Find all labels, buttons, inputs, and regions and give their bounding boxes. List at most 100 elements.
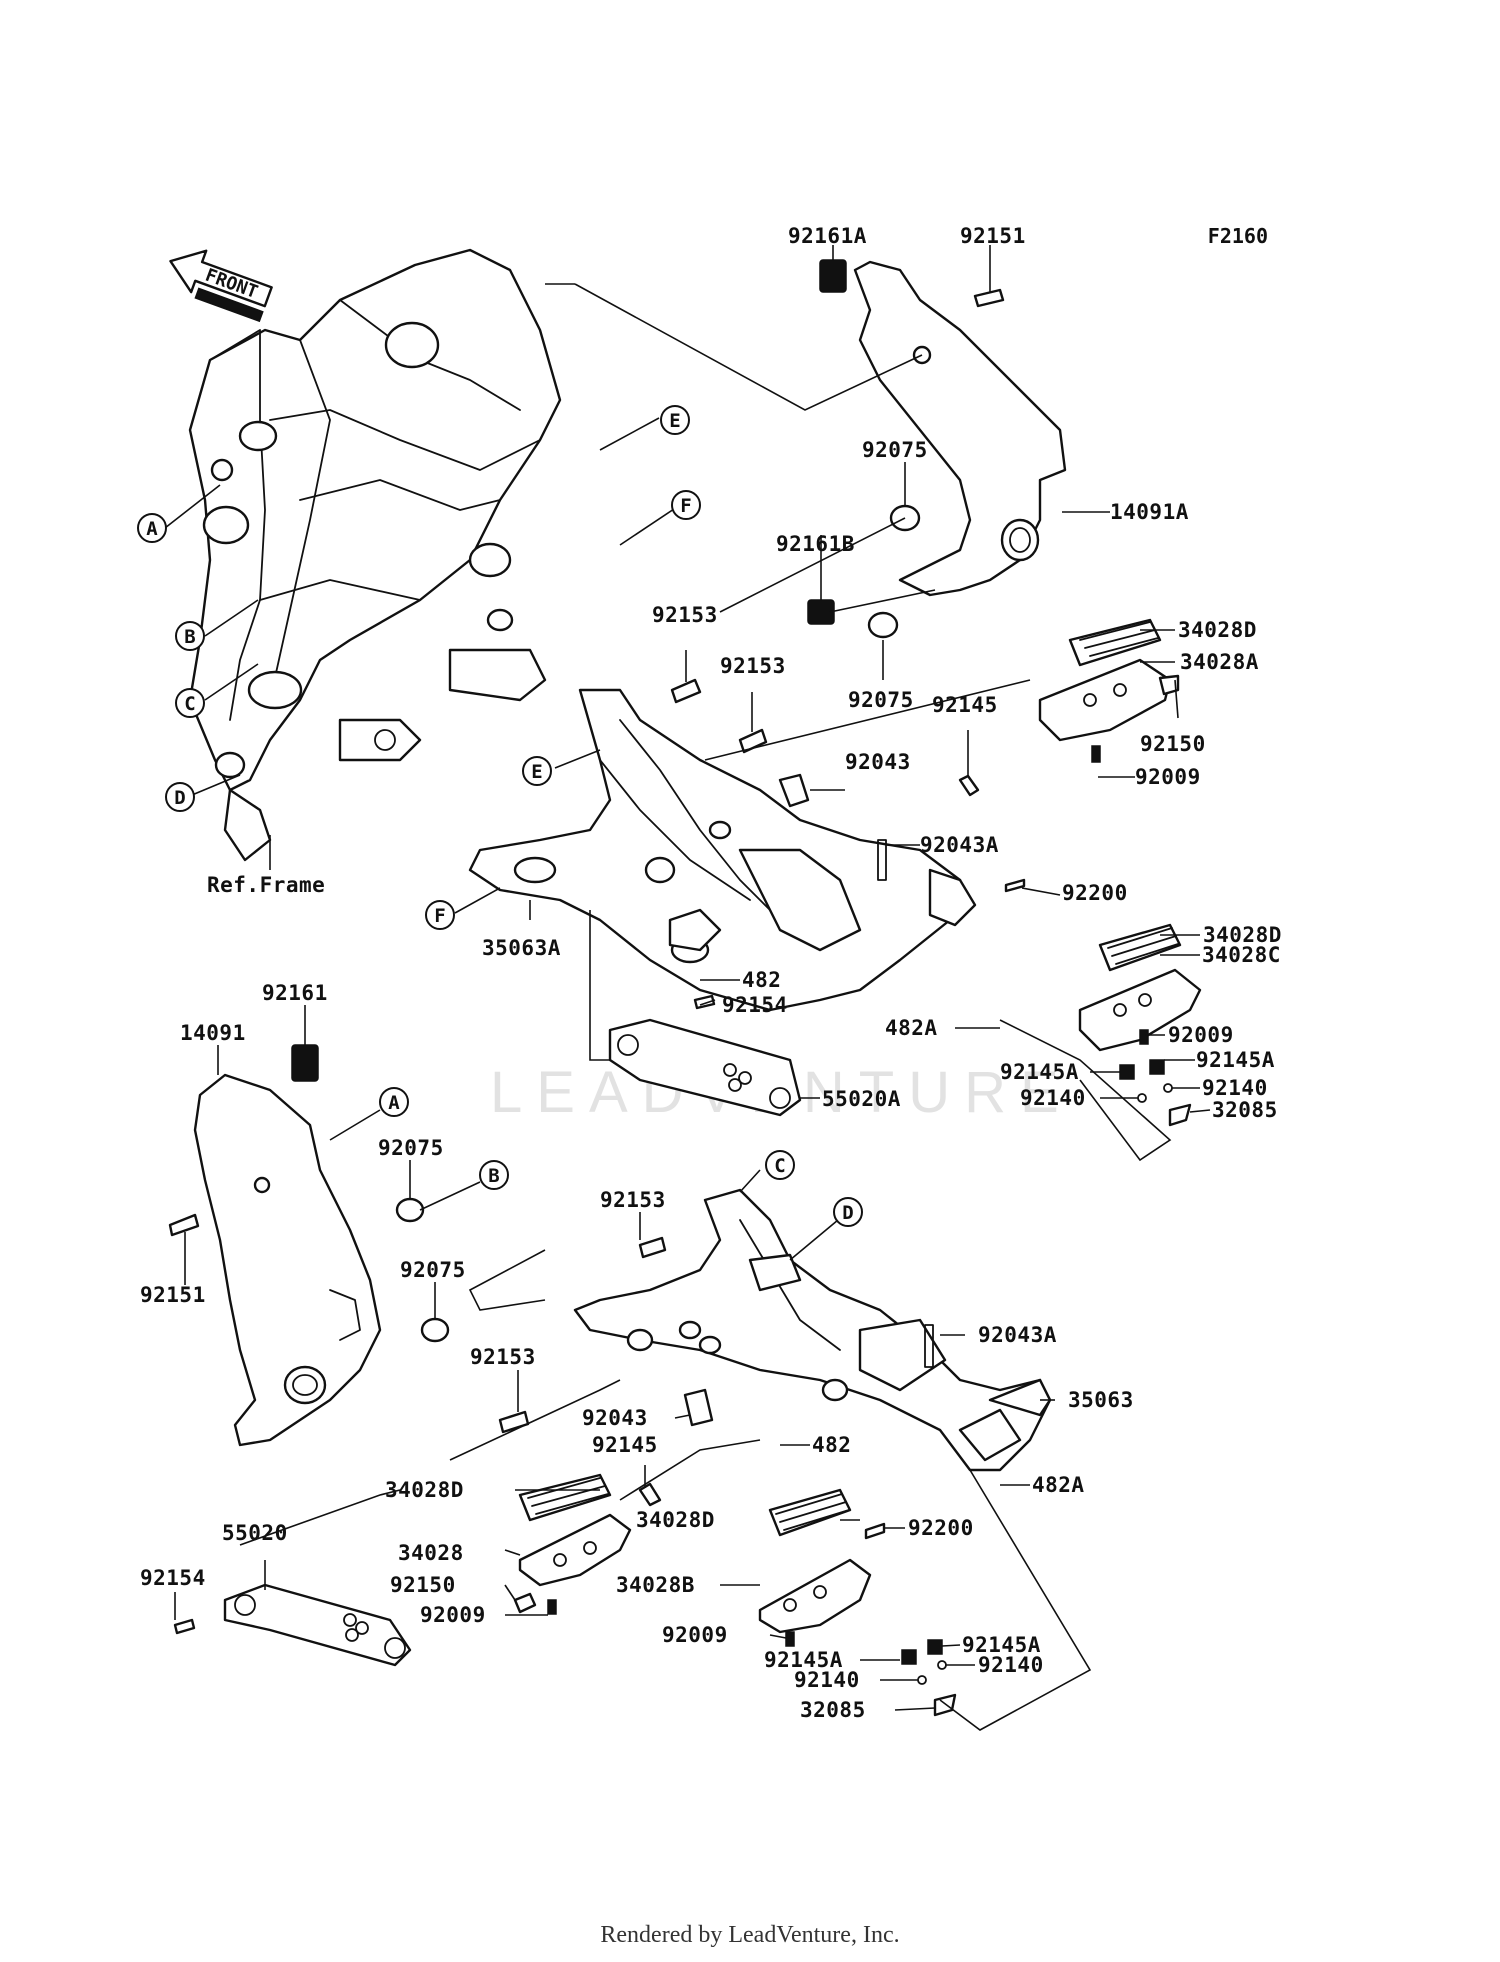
bolt-92153-b <box>738 728 768 754</box>
label-35063: 35063 <box>1068 1388 1134 1412</box>
label-34028d-d: 34028D <box>636 1508 715 1532</box>
bolt-92151-top <box>973 288 1005 308</box>
label-92153-a: 92153 <box>652 603 718 627</box>
pin-92043a-b <box>924 1324 934 1368</box>
ref-b-2: B <box>488 1165 499 1187</box>
pin-92043-b <box>683 1388 714 1427</box>
leader-lines <box>164 245 1211 1731</box>
pad-92161a <box>819 259 847 293</box>
ref-f-2: F <box>434 905 445 927</box>
plate-32085-b <box>933 1693 957 1717</box>
label-92151-top: 92151 <box>960 224 1026 248</box>
ref-a-1: A <box>146 518 158 540</box>
plate-32085-a <box>1168 1103 1192 1127</box>
spring-92145a-2 <box>1149 1059 1165 1075</box>
label-92043-b: 92043 <box>582 1406 648 1430</box>
grommet-92075-d <box>420 1317 450 1343</box>
label-92043-a: 92043 <box>845 750 911 774</box>
label-14091: 14091 <box>180 1021 246 1045</box>
footrest-34028a <box>1038 618 1180 763</box>
part-labels: 92161A 92151 92075 14091A 92161B 92153 9… <box>140 224 1282 1722</box>
ref-d-1: D <box>174 787 185 809</box>
label-482-b: 482 <box>812 1433 851 1457</box>
label-92161a: 92161A <box>788 224 867 248</box>
pin-92043a-a <box>877 839 887 881</box>
ref-d-2: D <box>842 1202 853 1224</box>
label-92200-b: 92200 <box>908 1516 974 1540</box>
label-482a-b: 482A <box>1032 1473 1085 1497</box>
label-92151-b: 92151 <box>140 1283 206 1307</box>
ref-b-1: B <box>184 626 195 648</box>
ref-letters: A B C D E F E F A B C D <box>137 405 863 1227</box>
step-holder-right <box>468 688 977 1012</box>
label-92075-a: 92075 <box>862 438 928 462</box>
label-92145a-a: 92145A <box>1000 1060 1079 1084</box>
grommet-92075-c <box>395 1197 425 1223</box>
label-92043a-b: 92043A <box>978 1323 1057 1347</box>
footrest-34028b <box>758 1488 872 1647</box>
label-92145-b: 92145 <box>592 1433 658 1457</box>
label-482-a: 482 <box>742 968 781 992</box>
bolt-92151-b <box>168 1213 200 1237</box>
label-32085-b: 32085 <box>800 1698 866 1722</box>
frame-reference <box>188 248 562 862</box>
ref-e-2: E <box>531 761 542 783</box>
label-34028c: 34028C <box>1202 943 1281 967</box>
ref-c-1: C <box>184 693 195 715</box>
label-92153-b: 92153 <box>720 654 786 678</box>
front-direction-arrow: FRONT <box>169 249 273 323</box>
label-92009-d: 92009 <box>662 1623 728 1647</box>
ball-92140-4 <box>917 1675 927 1685</box>
label-92009-c: 92009 <box>420 1603 486 1627</box>
label-92145a-d: 92145A <box>962 1633 1041 1657</box>
label-34028d-c: 34028D <box>385 1478 464 1502</box>
footer-credit: Rendered by LeadVenture, Inc. <box>600 1922 900 1948</box>
label-32085-a: 32085 <box>1212 1098 1278 1122</box>
label-92140-c: 92140 <box>978 1653 1044 1677</box>
label-34028a: 34028A <box>1180 650 1259 674</box>
spring-92145a-3 <box>901 1649 917 1665</box>
bolt-92154-a <box>693 994 716 1010</box>
label-55020: 55020 <box>222 1521 288 1545</box>
spring-92145-b <box>638 1482 662 1507</box>
label-35063a: 35063A <box>482 936 561 960</box>
label-92153-d: 92153 <box>470 1345 536 1369</box>
label-34028d-b: 34028D <box>1203 923 1282 947</box>
label-92154-b: 92154 <box>140 1566 206 1590</box>
bolt-92154-b <box>173 1618 196 1635</box>
pin-92200-b <box>864 1522 886 1540</box>
footrest-34028c <box>1078 923 1202 1052</box>
label-92161: 92161 <box>262 981 328 1005</box>
bolt-92153-d <box>498 1410 530 1434</box>
ref-e-1: E <box>669 410 680 432</box>
label-55020a: 55020A <box>822 1087 901 1111</box>
label-92009-a: 92009 <box>1135 765 1201 789</box>
guard-55020a <box>608 1018 802 1117</box>
cover-14091a <box>853 260 1067 597</box>
guard-55020 <box>223 1583 412 1667</box>
label-92154-a: 92154 <box>722 993 788 1017</box>
label-14091a: 14091A <box>1110 500 1189 524</box>
label-92145a-c: 92145A <box>764 1648 843 1672</box>
bolt-92153-c <box>638 1236 667 1259</box>
label-92140-d: 92140 <box>794 1668 860 1692</box>
label-92075-b: 92075 <box>848 688 914 712</box>
ball-92140-2 <box>1137 1093 1147 1103</box>
label-92150-a: 92150 <box>1140 732 1206 756</box>
bolt-92153-a <box>670 678 702 704</box>
label-34028d-a: 34028D <box>1178 618 1257 642</box>
label-92150-b: 92150 <box>390 1573 456 1597</box>
label-92009-b: 92009 <box>1168 1023 1234 1047</box>
label-92140-a: 92140 <box>1202 1076 1268 1100</box>
spring-92145a-4 <box>927 1639 943 1655</box>
label-92161b: 92161B <box>776 532 855 556</box>
label-ref-frame: Ref.Frame <box>207 873 325 897</box>
label-92153-c: 92153 <box>600 1188 666 1212</box>
label-92145a-b: 92145A <box>1196 1048 1275 1072</box>
label-92200-a: 92200 <box>1062 881 1128 905</box>
label-34028b: 34028B <box>616 1573 695 1597</box>
ref-c-2: C <box>774 1155 785 1177</box>
label-482a-a: 482A <box>885 1016 938 1040</box>
